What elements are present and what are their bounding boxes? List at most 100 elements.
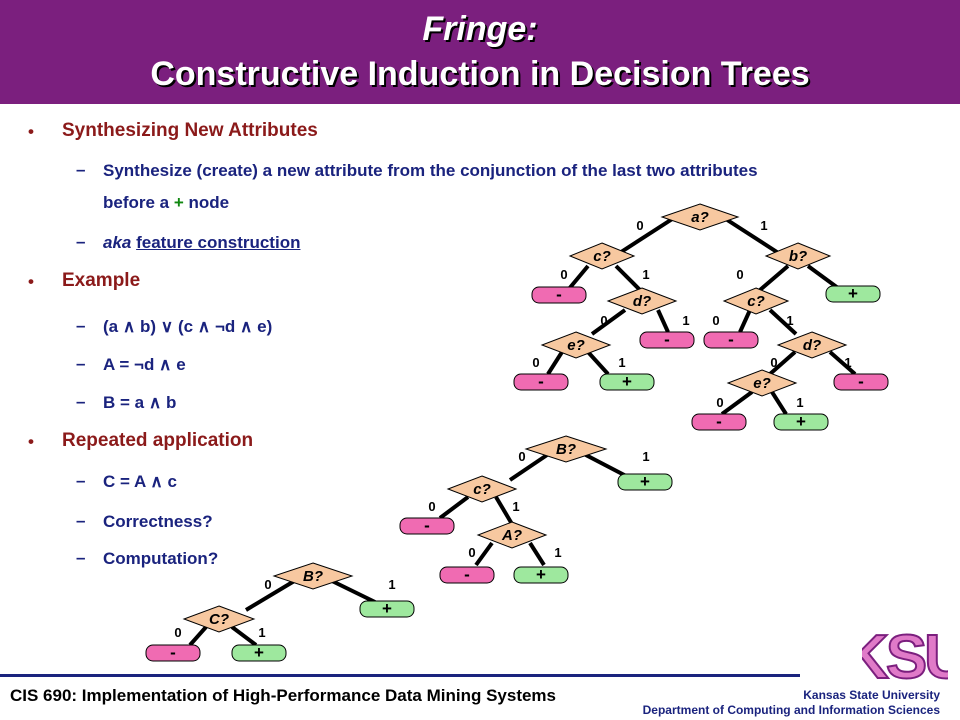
footer-divider (0, 674, 800, 677)
dash: – (76, 316, 86, 335)
branch-label: 0 (716, 395, 723, 410)
branch-label: 1 (844, 355, 851, 370)
leaf-label: + (382, 599, 392, 618)
node-d1 (606, 287, 678, 315)
leaf-neg (145, 644, 201, 662)
sub-synthesize-line2: before a + node (103, 193, 230, 212)
branch-label: 1 (512, 499, 519, 514)
bullet-dot: • (28, 272, 34, 291)
leaf-label: - (728, 330, 734, 349)
leaf-label: - (538, 372, 544, 391)
node-label: C? (209, 611, 229, 628)
branch-label: 1 (682, 313, 689, 328)
leaf-label: + (622, 372, 632, 391)
node-c2 (722, 287, 790, 315)
branch-label: 1 (786, 313, 793, 328)
leaf-neg (703, 331, 759, 349)
bullet-example: Example (62, 270, 141, 291)
branch-label: 0 (518, 449, 525, 464)
bullet-dot: • (28, 432, 34, 451)
node-label: c? (473, 481, 491, 498)
leaf-label: - (858, 372, 864, 391)
branch-label: 1 (796, 395, 803, 410)
leaf-label: + (254, 643, 264, 662)
leaf-neg (513, 373, 569, 391)
branch-label: 1 (258, 625, 265, 640)
node-label: c? (593, 248, 611, 265)
node-label: e? (753, 375, 771, 392)
node-label: e? (567, 337, 585, 354)
branch-label: 1 (760, 218, 767, 233)
leaf-label: - (424, 516, 430, 535)
leaf-labels: - + - - - + - - + + - - + + - + (170, 284, 864, 662)
bullet-synthesizing: Synthesizing New Attributes (62, 120, 318, 141)
university-name: Kansas State University (803, 688, 940, 702)
branch-label: 0 (428, 499, 435, 514)
bullet-repeated: Repeated application (62, 430, 254, 451)
branch-labels: 0 1 0 1 0 0 1 0 1 0 1 0 1 0 1 0 1 0 1 0 … (174, 218, 851, 640)
node-label: d? (633, 293, 651, 310)
branch-label: 1 (642, 449, 649, 464)
leaf-neg (691, 413, 747, 431)
branch-label: 1 (388, 577, 395, 592)
node-B-3 (272, 562, 354, 590)
sub-computation: Computation? (103, 549, 219, 568)
node-C-3 (182, 605, 256, 633)
dash: – (76, 354, 86, 373)
node-B-2 (524, 435, 608, 463)
leaf-neg (833, 373, 889, 391)
leaf-neg (399, 517, 455, 535)
branch-label: 1 (618, 355, 625, 370)
decision-nodes (182, 203, 848, 633)
dash: – (76, 471, 86, 490)
leaf-label: + (536, 565, 546, 584)
course-title: CIS 690: Implementation of High-Performa… (10, 686, 557, 705)
tree-edges (188, 212, 857, 647)
sub-def-B: B = a ∧ b (103, 393, 177, 412)
dash: – (76, 232, 86, 251)
dash: – (76, 160, 86, 179)
leaf-pos (599, 373, 655, 391)
sub-def-C: C = A ∧ c (103, 472, 178, 491)
sub-def-A: A = ¬d ∧ e (103, 355, 186, 374)
node-e1 (540, 331, 612, 359)
leaf-neg (439, 566, 495, 584)
leaf-label: - (716, 412, 722, 431)
leaf-label: - (464, 565, 470, 584)
leaf-label: - (170, 643, 176, 662)
node-c-2 (446, 475, 518, 503)
leaf-neg (531, 286, 587, 304)
leaf-pos (513, 566, 569, 584)
leaf-pos (617, 473, 673, 491)
node-A-2 (476, 521, 548, 549)
branch-label: 0 (712, 313, 719, 328)
branch-label: 1 (554, 545, 561, 560)
leaf-label: + (848, 284, 858, 303)
leaf-label: - (556, 285, 562, 304)
branch-label: 0 (532, 355, 539, 370)
branch-label: 0 (560, 267, 567, 282)
branch-label: 0 (600, 313, 607, 328)
node-labels: a? c? b? d? c? e? d? e? B? c? A? B? C? (209, 209, 821, 628)
sub-synthesize-line1: Synthesize (create) a new attribute from… (103, 161, 758, 180)
ksu-logo: KSU (862, 622, 948, 684)
leaf-nodes (145, 285, 889, 662)
leaf-pos (825, 285, 881, 303)
leaf-pos (231, 644, 287, 662)
node-label: A? (501, 527, 522, 544)
branch-label: 0 (174, 625, 181, 640)
slide-title-line2: Constructive Induction in Decision Trees (150, 55, 810, 93)
leaf-pos (773, 413, 829, 431)
branch-label: 0 (736, 267, 743, 282)
dash: – (76, 392, 86, 411)
ksu-logo-text: KSU (862, 623, 948, 684)
leaf-label: - (664, 330, 670, 349)
sub-aka: aka feature construction (103, 233, 301, 252)
leaf-label: + (640, 472, 650, 491)
branch-label: 0 (770, 355, 777, 370)
node-c1 (568, 242, 636, 270)
node-label: d? (803, 337, 821, 354)
node-label: B? (556, 441, 576, 458)
node-e2 (726, 369, 798, 397)
